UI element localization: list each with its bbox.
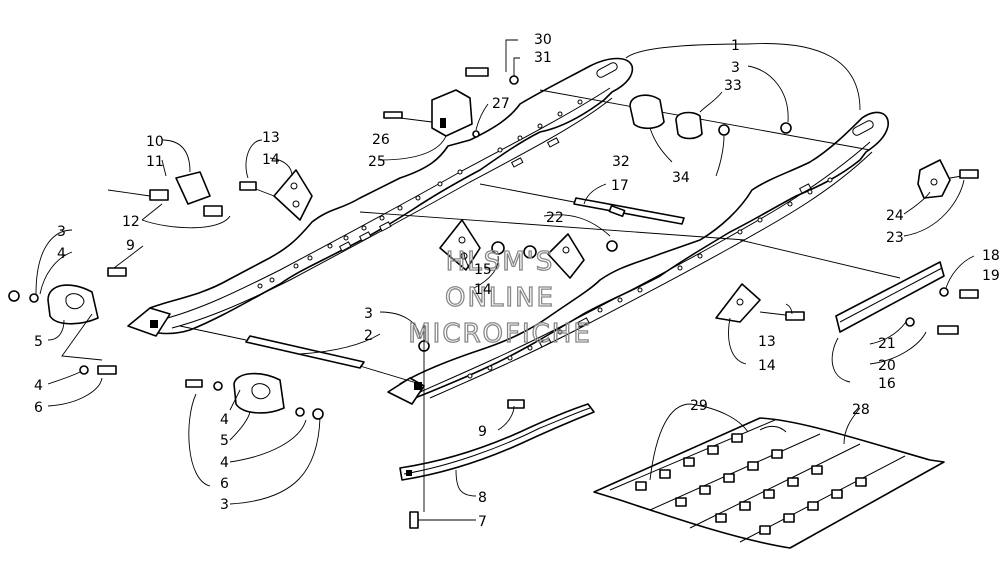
leader-lines — [35, 39, 975, 521]
callout-16: 16 — [878, 376, 896, 392]
callout-4: 4 — [220, 455, 229, 471]
callout-17: 17 — [611, 178, 629, 194]
callout-14: 14 — [758, 358, 776, 374]
callout-25: 25 — [368, 154, 386, 170]
wear-strip-16 — [835, 261, 945, 333]
callout-13: 13 — [262, 130, 280, 146]
callout-2: 2 — [364, 328, 373, 344]
callout-23: 23 — [886, 230, 904, 246]
callout-24: 24 — [886, 208, 904, 224]
callout-31: 31 — [534, 50, 552, 66]
stopper-5-upper — [47, 284, 99, 325]
callout-10: 10 — [146, 134, 164, 150]
callout-26: 26 — [372, 132, 390, 148]
callout-8: 8 — [478, 490, 487, 506]
bracket-14-right — [523, 233, 585, 279]
callout-20: 20 — [878, 358, 896, 374]
callout-13: 13 — [758, 334, 776, 350]
callout-7: 7 — [478, 514, 487, 530]
right-slide-rail — [387, 111, 889, 405]
left-slide-rail — [127, 57, 634, 337]
callout-27: 27 — [492, 96, 510, 112]
callout-3: 3 — [731, 60, 740, 76]
watermark-line-3: MICROFICHE — [408, 319, 592, 349]
left-rail-holes — [257, 99, 583, 289]
cross-shaft-17 — [479, 183, 685, 225]
bracket-14-rear — [715, 283, 795, 323]
callout-30: 30 — [534, 32, 552, 48]
callout-9: 9 — [478, 424, 487, 440]
callout-34: 34 — [672, 170, 690, 186]
callout-32: 32 — [612, 154, 630, 170]
callout-labels: 1 2 3 3 3 3 4 4 4 4 5 5 6 6 7 8 9 9 10 1… — [34, 32, 1000, 530]
stopper-5-lower — [233, 372, 285, 414]
callout-15: 15 — [474, 262, 492, 278]
callout-6: 6 — [34, 400, 43, 416]
bracket-14-left — [247, 169, 313, 221]
track-28 — [593, 417, 945, 549]
callout-21: 21 — [878, 336, 896, 352]
spring-holder-10 — [107, 171, 223, 217]
callout-14: 14 — [474, 282, 492, 298]
callout-4: 4 — [57, 246, 66, 262]
cross-shaft-2 — [179, 325, 421, 385]
slide-rail-8 — [399, 403, 595, 481]
callout-14: 14 — [262, 152, 280, 168]
track-clips — [635, 433, 867, 535]
callout-6: 6 — [220, 476, 229, 492]
guide-24 — [917, 159, 963, 199]
callout-5: 5 — [220, 433, 229, 449]
callout-22: 22 — [546, 210, 564, 226]
fasteners — [8, 67, 979, 529]
callout-33: 33 — [724, 78, 742, 94]
callout-18: 18 — [982, 248, 1000, 264]
callout-28: 28 — [852, 402, 870, 418]
callout-4: 4 — [220, 412, 229, 428]
watermark-line-1: HLSM'S — [446, 247, 555, 277]
callout-3: 3 — [220, 497, 229, 513]
bracket-14-center — [439, 219, 505, 271]
callout-1: 1 — [731, 38, 740, 54]
callout-3: 3 — [364, 306, 373, 322]
callout-4: 4 — [34, 378, 43, 394]
callout-19: 19 — [982, 268, 1000, 284]
callout-11: 11 — [146, 154, 164, 170]
callout-5: 5 — [34, 334, 43, 350]
callout-9: 9 — [126, 238, 135, 254]
callout-12: 12 — [122, 214, 140, 230]
watermark-line-2: ONLINE — [445, 283, 555, 313]
stopper-33 — [629, 94, 703, 140]
right-rail-holes — [467, 177, 833, 379]
callout-29: 29 — [690, 398, 708, 414]
callout-3: 3 — [57, 224, 66, 240]
watermark: HLSM'S ONLINE MICROFICHE — [408, 246, 592, 349]
